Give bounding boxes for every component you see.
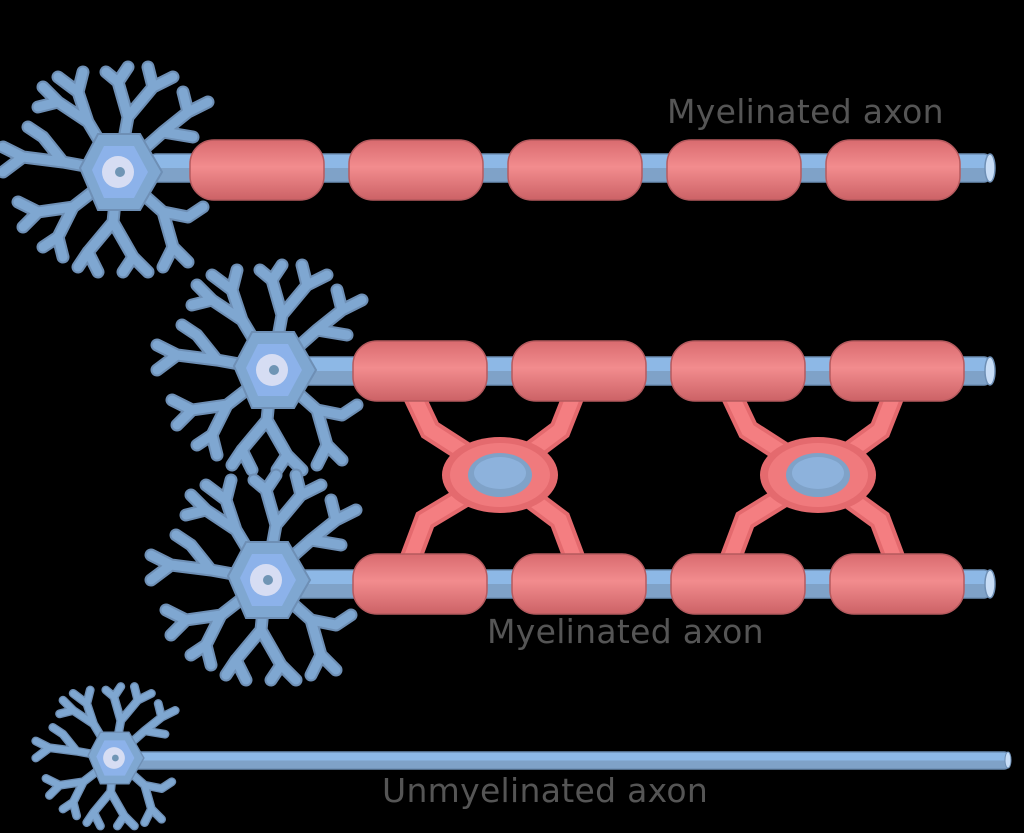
label-myelinated-axon-top: Myelinated axon	[667, 92, 944, 131]
myelin-segment	[507, 139, 643, 201]
label-myelinated-axon-middle: Myelinated axon	[487, 612, 764, 651]
label-unmyelinated-axon: Unmyelinated axon	[382, 771, 709, 810]
myelin-segment	[829, 553, 965, 615]
neuron-2-myelinated	[157, 265, 996, 470]
myelin-segment	[348, 139, 484, 201]
myelin-segment	[829, 340, 965, 402]
myelin-segment	[189, 139, 325, 201]
myelin-segment	[511, 553, 647, 615]
myelin-segment	[670, 340, 806, 402]
myelin-segment	[670, 553, 806, 615]
axon-4	[129, 751, 1011, 770]
myelin-segment	[511, 340, 647, 402]
neuron-1-myelinated	[3, 67, 996, 272]
myelin-segment	[825, 139, 961, 201]
oligodendrocyte-2	[719, 381, 906, 571]
neuron-4-unmyelinated	[36, 687, 1012, 826]
myelin-segment	[352, 340, 488, 402]
myelin-segment	[352, 553, 488, 615]
oligodendrocyte-1	[399, 381, 586, 571]
oligodendrocytes	[399, 381, 906, 571]
myelin-segment	[666, 139, 802, 201]
neuron-3-myelinated	[151, 475, 996, 680]
